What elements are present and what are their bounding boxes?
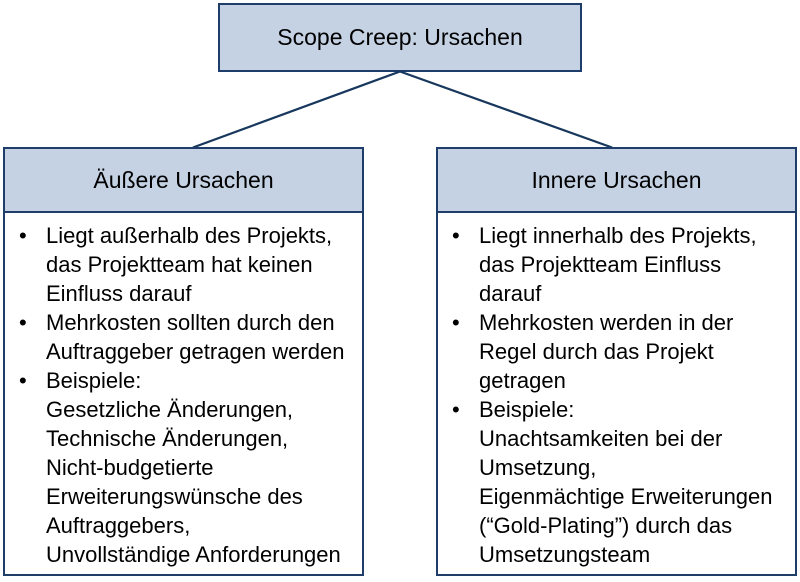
branch-internal-title: Innere Ursachen [531, 166, 702, 193]
branch-external-body: • Liegt außerhalb des Projekts, das Proj… [5, 213, 362, 569]
branch-external-causes: Äußere Ursachen • Liegt außerhalb des Pr… [3, 147, 364, 576]
branch-internal-body: • Liegt innerhalb des Projekts, das Proj… [438, 213, 795, 569]
bullet-list: • Liegt innerhalb des Projekts, das Proj… [438, 221, 795, 569]
branch-internal-causes: Innere Ursachen • Liegt innerhalb des Pr… [436, 147, 797, 576]
bullet-dot-icon: • [452, 397, 460, 422]
bullet-item: • Beispiele: Gesetzliche Änderungen, Tec… [5, 366, 362, 569]
bullet-dot-icon: • [19, 310, 27, 335]
connector-left-line [192, 70, 401, 149]
bullet-dot-icon: • [452, 310, 460, 335]
bullet-dot-icon: • [452, 223, 460, 248]
bullet-dot-icon: • [19, 223, 27, 248]
connector-right-line [399, 70, 613, 149]
bullet-list: • Liegt außerhalb des Projekts, das Proj… [5, 221, 362, 569]
branch-external-title: Äußere Ursachen [93, 166, 274, 193]
bullet-text: Mehrkosten werden in der Regel durch das… [479, 310, 734, 393]
bullet-text: Liegt innerhalb des Projekts, das Projek… [479, 223, 757, 306]
root-title: Scope Creep: Ursachen [277, 24, 523, 50]
bullet-text: Liegt außerhalb des Projekts, das Projek… [46, 223, 333, 306]
bullet-item: • Liegt innerhalb des Projekts, das Proj… [438, 221, 795, 308]
branch-external-header: Äußere Ursachen [5, 149, 362, 213]
bullet-item: • Mehrkosten sollten durch den Auftragge… [5, 308, 362, 366]
bullet-item: • Mehrkosten werden in der Regel durch d… [438, 308, 795, 395]
bullet-item: • Liegt außerhalb des Projekts, das Proj… [5, 221, 362, 308]
bullet-text: Mehrkosten sollten durch den Auftraggebe… [46, 310, 345, 364]
bullet-text: Beispiele: Unachtsamkeiten bei der Umset… [479, 397, 773, 567]
bullet-text: Beispiele: Gesetzliche Änderungen, Techn… [46, 368, 341, 567]
branch-internal-header: Innere Ursachen [438, 149, 795, 213]
bullet-dot-icon: • [19, 368, 27, 393]
root-box: Scope Creep: Ursachen [218, 3, 582, 72]
bullet-item: • Beispiele: Unachtsamkeiten bei der Ums… [438, 395, 795, 569]
